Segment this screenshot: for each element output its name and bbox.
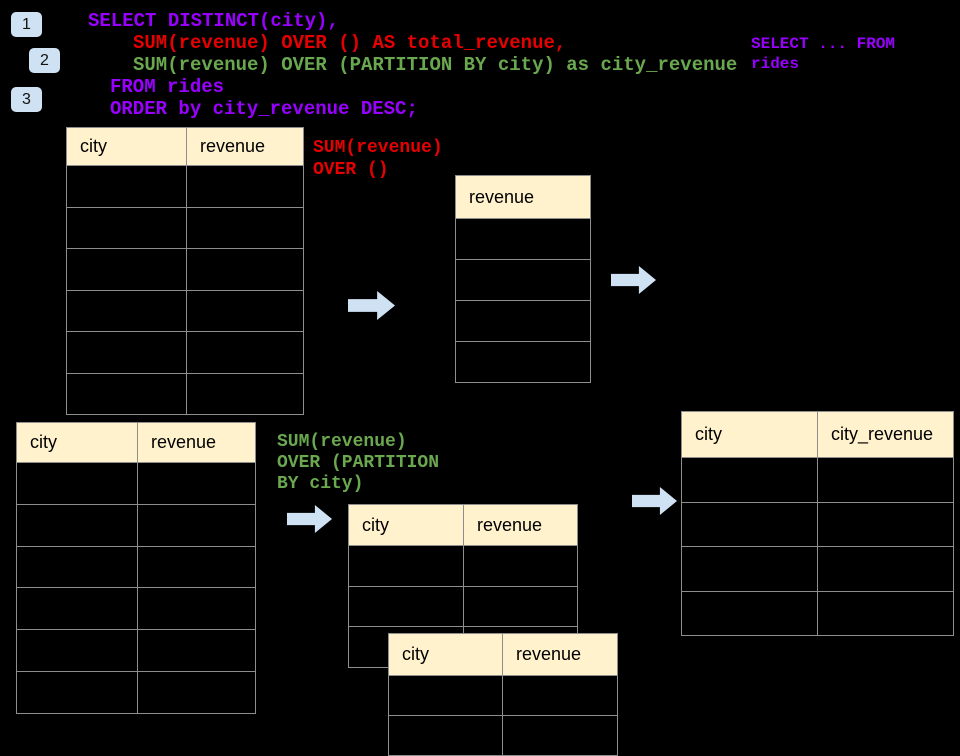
flow-arrow-right-icon [348,291,395,320]
table-cell-empty [67,332,187,374]
table-cell-empty [682,591,818,636]
table-cell-empty [187,207,304,249]
table-cell-empty [187,290,304,332]
table-cell-empty [682,502,818,547]
column-header-city: city [67,128,187,166]
table-cell-empty [17,546,138,589]
table-cell-empty [17,588,138,631]
table-cell-empty [464,546,578,587]
table-cell-empty [138,588,256,631]
table-cell-empty [187,249,304,291]
column-header-revenue: revenue [138,423,256,463]
sql-fragment-select-from-rides: SELECT ... FROM rides [751,34,895,74]
table-cell-empty [389,716,503,756]
annotation-line: OVER (PARTITION [277,453,440,473]
column-header-city: city [682,412,818,458]
column-header-city: city [17,423,138,463]
table-cell-empty [17,463,138,505]
step-badge-3: 3 [11,87,42,112]
sql-fragment-line-1: SELECT ... FROM [751,35,896,53]
table-cell-empty [187,166,304,208]
table-cell-empty [17,504,138,547]
table-cell-empty [503,716,618,756]
flow-arrow-right-icon [287,505,332,533]
table-cell-empty [67,373,187,415]
table-cell-empty [456,260,591,301]
flow-arrow-right-icon [611,266,656,294]
column-header-city: city [389,634,503,676]
table-cell-empty [187,332,304,374]
sql-line-sum-over-all: SUM(revenue) OVER () AS total_revenue, [133,32,567,54]
table-cell-empty [138,463,256,505]
annotation-sum-over-partition: SUM(revenue) OVER (PARTITION BY city) [277,432,439,495]
step-badge-1: 1 [11,12,42,37]
table-total-revenue-result: revenue [455,175,591,383]
annotation-line: SUM(revenue) [313,138,443,158]
table-cell-empty [67,166,187,208]
table-cell-empty [389,676,503,716]
annotation-line: BY city) [277,474,364,494]
sql-line-select: SELECT DISTINCT(city), [88,10,339,32]
flow-arrow-right-icon [632,487,677,515]
table-cell-empty [67,207,187,249]
column-header-revenue: revenue [503,634,618,676]
table-cell-empty [138,671,256,714]
column-header-revenue: revenue [464,505,578,546]
column-header-city_revenue: city_revenue [818,412,954,458]
table-cell-empty [67,249,187,291]
table-cell-empty [349,546,464,587]
sql-line-order-by: ORDER by city_revenue DESC; [110,98,418,120]
table-cell-empty [818,547,954,592]
column-header-revenue: revenue [456,176,591,219]
table-cell-empty [818,458,954,503]
annotation-sum-over-all: SUM(revenue) OVER () [313,137,443,181]
table-cell-empty [17,671,138,714]
table-cell-empty [138,546,256,589]
annotation-line: SUM(revenue) [277,432,407,452]
sql-line-sum-partition: SUM(revenue) OVER (PARTITION BY city) as… [133,54,738,76]
table-cell-empty [682,458,818,503]
table-cell-empty [682,547,818,592]
table-cell-empty [818,502,954,547]
table-cell-empty [456,219,591,260]
table-cell-empty [138,504,256,547]
step-badge-2: 2 [29,48,60,73]
table-cell-empty [67,290,187,332]
table-cell-empty [187,373,304,415]
sql-line-from: FROM rides [110,76,225,98]
table-cell-empty [456,342,591,383]
column-header-revenue: revenue [187,128,304,166]
table-cell-empty [138,630,256,672]
column-header-city: city [349,505,464,546]
sql-fragment-line-2: rides [751,55,800,73]
table-cell-empty [818,591,954,636]
table-cell-empty [349,586,464,627]
annotation-line: OVER () [313,160,389,180]
table-cell-empty [456,301,591,342]
table-cell-empty [503,676,618,716]
table-cell-empty [464,586,578,627]
table-cell-empty [17,630,138,672]
